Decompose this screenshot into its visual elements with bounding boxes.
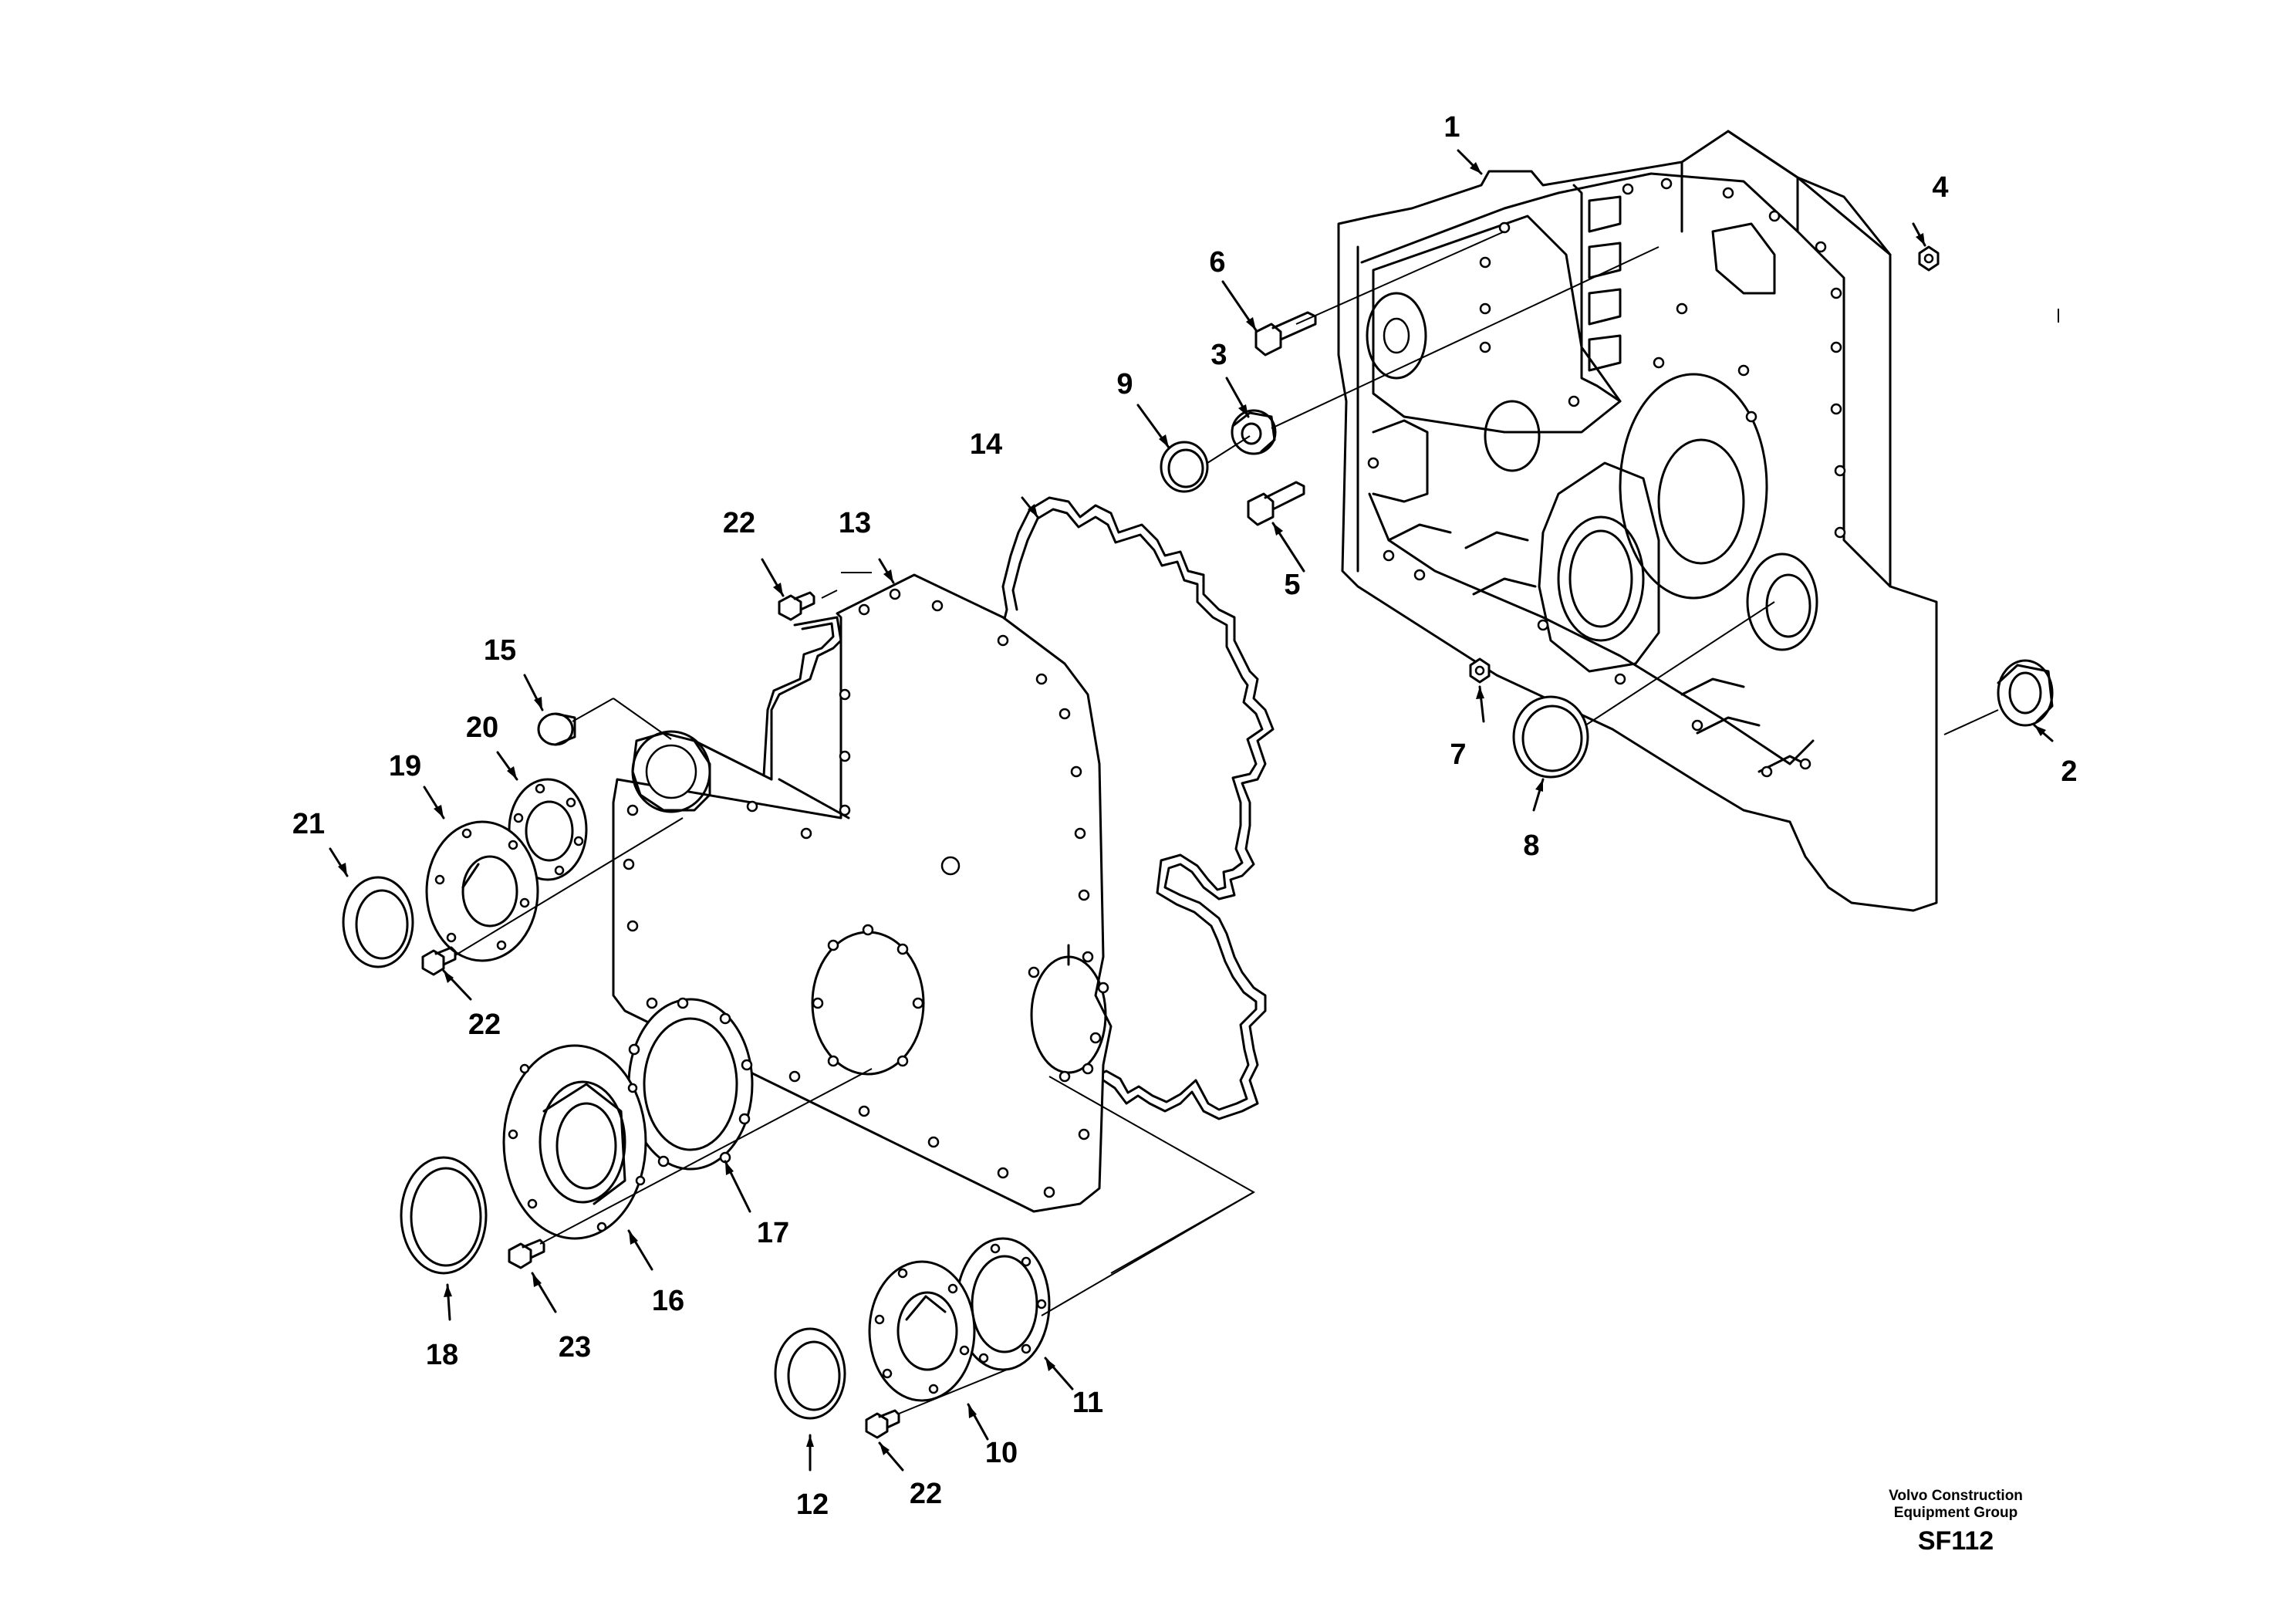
bolt-part-22-left — [421, 946, 457, 976]
part-number-labels: 1 2 3 4 5 6 7 8 9 10 11 12 13 14 15 16 1… — [292, 111, 2078, 1521]
callout-7: 7 — [1450, 738, 1466, 771]
seal-part-9 — [1160, 441, 1209, 493]
callout-8: 8 — [1523, 830, 1539, 862]
callout-6: 6 — [1209, 246, 1225, 279]
stud-part-5 — [1247, 481, 1305, 526]
callout-3: 3 — [1210, 339, 1227, 371]
stud-part-6 — [1254, 311, 1317, 357]
callout-22-top: 22 — [723, 507, 755, 539]
seal-part-12 — [774, 1327, 846, 1420]
seal-housing-part-16 — [502, 1044, 647, 1240]
callout-2: 2 — [2061, 755, 2077, 788]
assembly-lines — [454, 231, 1999, 1414]
callout-21: 21 — [292, 808, 325, 840]
bearing-part-3 — [1231, 409, 1277, 455]
leader-arrows — [329, 149, 2054, 1472]
callout-22-left: 22 — [468, 1009, 501, 1041]
bolt-part-22-bottom — [865, 1409, 900, 1439]
cover-bolt-holes — [623, 588, 1109, 1198]
callout-23: 23 — [559, 1331, 591, 1363]
callout-1: 1 — [1443, 111, 1460, 144]
bolt-part-23 — [508, 1238, 545, 1269]
callout-12: 12 — [796, 1489, 829, 1521]
flange-part-10 — [868, 1260, 976, 1402]
callout-14: 14 — [970, 428, 1002, 461]
callout-19: 19 — [389, 750, 421, 782]
callout-17: 17 — [757, 1217, 789, 1249]
seal-ring-part-18 — [400, 1156, 488, 1275]
callout-10: 10 — [985, 1437, 1018, 1469]
housing-bolt-holes — [1367, 177, 1846, 778]
seal-part-8 — [1512, 695, 1589, 779]
callout-18: 18 — [426, 1339, 458, 1371]
nut-part-7 — [1469, 657, 1491, 684]
company-line-2: Equipment Group — [1893, 1505, 2018, 1521]
bolt-part-22-top — [778, 591, 815, 621]
callout-4: 4 — [1932, 171, 1948, 204]
drawing-code: SF112 — [1917, 1526, 1994, 1556]
callout-11: 11 — [1072, 1387, 1103, 1419]
nut-part-4 — [1918, 245, 1940, 272]
bearing-part-2 — [1997, 659, 2054, 727]
callout-9: 9 — [1116, 368, 1133, 400]
plug-part-15 — [537, 712, 576, 746]
callout-15: 15 — [484, 634, 516, 667]
gasket-part-17 — [627, 997, 754, 1171]
callout-16: 16 — [652, 1285, 684, 1317]
callout-20: 20 — [466, 711, 498, 744]
timing-gear-housing — [1337, 130, 1938, 912]
company-line-1: Volvo Construction — [1889, 1488, 2023, 1504]
callout-5: 5 — [1284, 569, 1300, 601]
callout-22-bottom: 22 — [910, 1478, 942, 1510]
seal-part-21 — [342, 876, 414, 968]
company-credit: Volvo Construction Equipment Group — [1848, 1488, 2064, 1522]
flange-part-19 — [425, 820, 539, 962]
gasket — [1001, 496, 1275, 1120]
callout-13: 13 — [839, 507, 871, 539]
